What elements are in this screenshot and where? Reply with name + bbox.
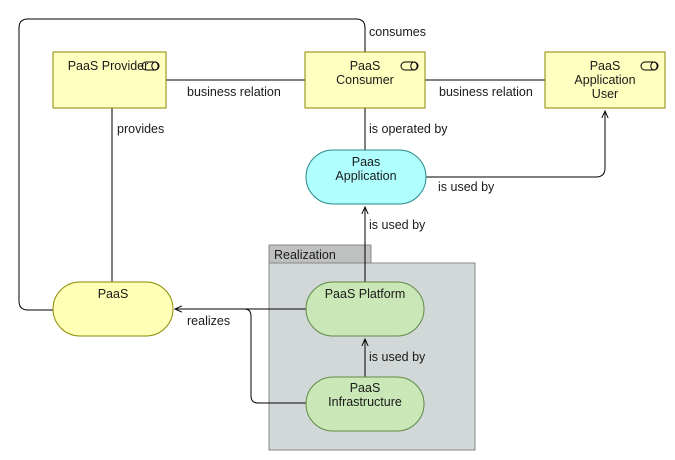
node-paas-platform-label: PaaS Platform: [325, 287, 406, 301]
edges: [18, 18, 605, 404]
realization-group-label: Realization: [274, 248, 336, 262]
node-paas-label: PaaS: [98, 287, 129, 301]
node-label-line: PaaS Platform: [325, 287, 406, 301]
edge-labels: consumes business relation business rela…: [117, 25, 533, 364]
edge-is-used-by-app-user[interactable]: [426, 111, 605, 178]
node-label-line: Paas: [352, 155, 381, 169]
label-is-used-by-infra-platform: is used by: [369, 350, 426, 364]
role-icon: [640, 61, 659, 71]
node-label-line: Infrastructure: [328, 395, 402, 409]
label-realizes: realizes: [187, 314, 230, 328]
label-is-used-by-platform-app: is used by: [369, 218, 426, 232]
node-paas-provider-label: PaaS Provider: [68, 59, 149, 73]
node-label-line: Application: [574, 73, 635, 87]
label-business-relation-1: business relation: [187, 85, 281, 99]
label-provides: provides: [117, 122, 164, 136]
edge-consumes[interactable]: [18, 18, 366, 311]
node-label-line: PaaS Provider: [68, 59, 149, 73]
node-paas[interactable]: PaaS: [52, 281, 174, 337]
node-label-line: Consumer: [336, 73, 394, 87]
node-label-line: Application: [335, 169, 396, 183]
label-consumes: consumes: [369, 25, 426, 39]
role-icon: [141, 61, 160, 71]
label-business-relation-2: business relation: [439, 85, 533, 99]
node-label-line: PaaS: [350, 381, 381, 395]
node-label-line: PaaS: [590, 59, 621, 73]
label-is-operated-by: is operated by: [369, 122, 448, 136]
label-is-used-by-app-user: is used by: [438, 180, 495, 194]
edge-realizes-infra[interactable]: [243, 308, 306, 404]
node-label-line: PaaS: [350, 59, 381, 73]
node-label-line: User: [592, 87, 618, 101]
node-paas-platform[interactable]: PaaS Platform: [305, 281, 425, 337]
role-icon: [400, 61, 419, 71]
node-paas-provider[interactable]: PaaS Provider: [52, 51, 167, 109]
node-label-line: PaaS: [98, 287, 129, 301]
